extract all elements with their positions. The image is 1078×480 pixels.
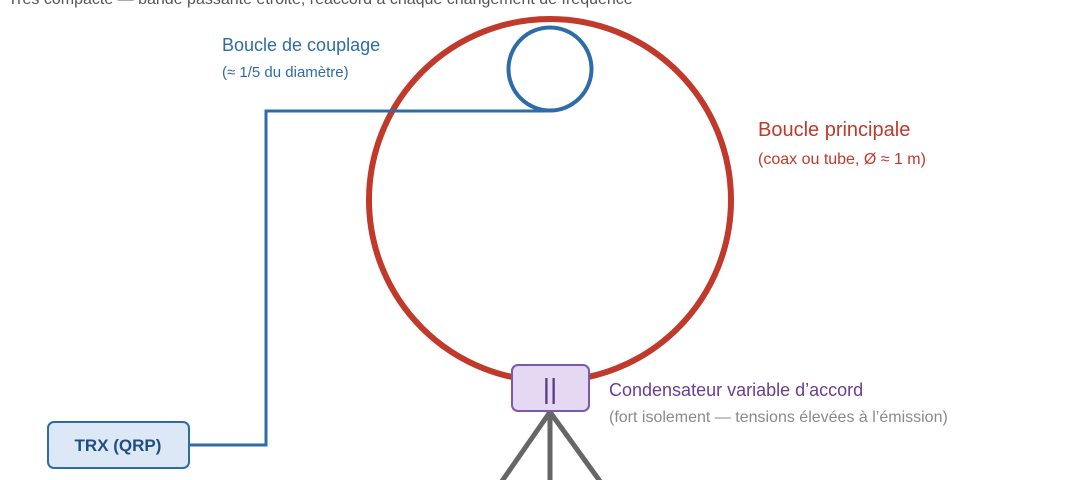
diagram-caption: Très compacte — bande passante étroite, … bbox=[8, 0, 633, 8]
transceiver-label: TRX (QRP) bbox=[75, 436, 162, 455]
transceiver-box bbox=[47, 421, 190, 469]
main-loop-note: (coax ou tube, Ø ≈ 1 m) bbox=[758, 151, 926, 168]
feed-line bbox=[190, 109, 550, 447]
coupling-loop-note: (≈ 1/5 du diamètre) bbox=[222, 64, 349, 81]
capacitor-note: (fort isolement — tensions élevées à l’é… bbox=[609, 409, 948, 426]
main-loop-title: Boucle principale bbox=[758, 119, 910, 141]
mast-leg-right bbox=[547, 409, 603, 480]
tripod-mast bbox=[499, 409, 603, 480]
coupling-loop bbox=[506, 25, 594, 113]
tuning-capacitor: || bbox=[511, 364, 590, 412]
capacitor-symbol: || bbox=[543, 373, 558, 404]
capacitor-box bbox=[511, 364, 590, 412]
transceiver: TRX (QRP) bbox=[47, 421, 190, 469]
capacitor-title: Condensateur variable d’accord bbox=[609, 380, 863, 400]
coupling-loop-title: Boucle de couplage bbox=[222, 35, 380, 55]
main-loop bbox=[366, 16, 734, 384]
mast-leg-left bbox=[499, 409, 553, 480]
